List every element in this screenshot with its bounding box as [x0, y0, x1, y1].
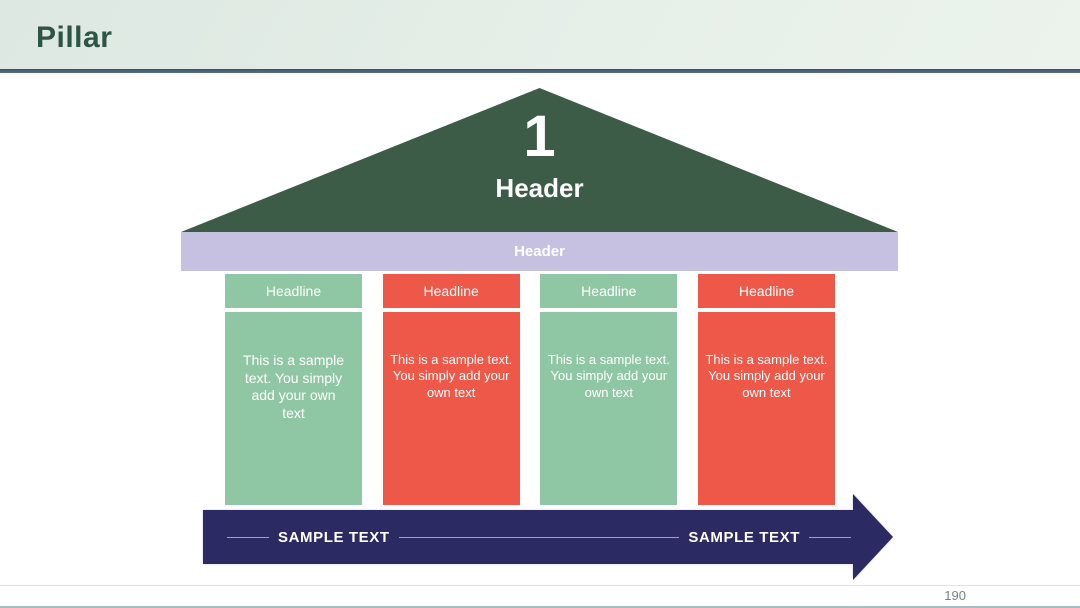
roof-header-label: Header [495, 173, 584, 203]
arrow-divider-line [809, 536, 851, 538]
roof-number: 1 [523, 104, 556, 169]
arrow-right-label: SAMPLE TEXT [688, 528, 800, 546]
pillar-1-headline: Headline [225, 274, 362, 308]
footer-divider [0, 585, 1080, 586]
pillar-4: Headline This is a sample text. You simp… [697, 274, 835, 505]
arrow-left-label: SAMPLE TEXT [278, 528, 390, 546]
page-number: 190 [944, 588, 966, 603]
pillar-4-headline: Headline [697, 274, 835, 308]
roof-triangle: 1 Header [181, 88, 898, 232]
pillar-2: Headline This is a sample text. You simp… [382, 274, 520, 505]
slide-bottom-edge [0, 606, 1080, 608]
bottom-arrow: SAMPLE TEXT SAMPLE TEXT [203, 494, 893, 580]
pillar-2-headline: Headline [382, 274, 520, 308]
pillars-row: Headline This is a sample text. You simp… [225, 274, 835, 505]
title-strip: Pillar [0, 0, 1080, 69]
arrow-divider-line [227, 536, 269, 538]
page-title: Pillar [36, 21, 113, 54]
arrow-divider-line [398, 536, 680, 538]
title-divider [0, 69, 1080, 73]
pillar-3: Headline This is a sample text. You simp… [540, 274, 678, 505]
pillar-3-headline: Headline [540, 274, 678, 308]
pillar-4-body: This is a sample text. You simply add yo… [697, 312, 835, 505]
pillar-3-body: This is a sample text. You simply add yo… [540, 312, 678, 505]
beam-header: Header [181, 232, 898, 271]
arrow-content: SAMPLE TEXT SAMPLE TEXT [203, 510, 853, 564]
pillar-1-body: This is a sample text. You simply add yo… [225, 312, 362, 505]
pillar-2-body: This is a sample text. You simply add yo… [382, 312, 520, 505]
pillar-1: Headline This is a sample text. You simp… [225, 274, 362, 505]
